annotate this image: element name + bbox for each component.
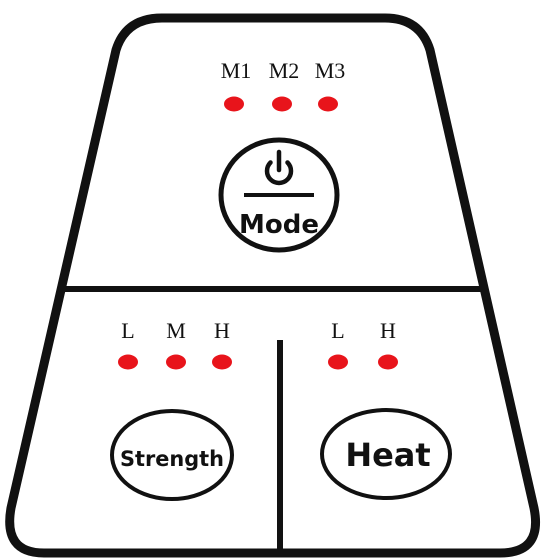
heat-button-border — [320, 408, 452, 500]
mode-button-label: Mode — [239, 210, 319, 240]
mode-led-m3 — [318, 96, 338, 112]
strength-led-m — [166, 354, 186, 370]
heat-button[interactable]: Heat — [320, 408, 452, 500]
strength-button-border — [110, 409, 234, 501]
strength-button-label: Strength — [120, 447, 224, 471]
mode-indicator-label-m3: M3 — [315, 58, 346, 83]
mode-led-m2 — [272, 96, 292, 112]
heat-indicator-label-h: H — [380, 318, 396, 343]
strength-indicator-leds — [118, 354, 232, 370]
heat-led-h — [378, 354, 398, 370]
mode-indicator-label-m2: M2 — [269, 58, 300, 83]
strength-indicator-labels: L M H — [121, 318, 230, 343]
strength-indicator-label-m: M — [166, 318, 186, 343]
mode-indicator-leds — [224, 96, 338, 112]
power-icon — [264, 149, 294, 186]
strength-indicator-label-l: L — [121, 318, 134, 343]
heat-indicator-label-l: L — [331, 318, 344, 343]
mode-led-m1 — [224, 96, 244, 112]
heat-led-l — [328, 354, 348, 370]
mode-indicator-label-m1: M1 — [221, 58, 252, 83]
heat-indicator-labels: L H — [331, 318, 396, 343]
heat-indicator-leds — [328, 354, 398, 370]
mode-indicator-labels: M1 M2 M3 — [221, 58, 346, 83]
strength-button[interactable]: Strength — [110, 409, 234, 501]
strength-led-l — [118, 354, 138, 370]
mode-button[interactable]: Mode — [218, 137, 340, 253]
strength-indicator-label-h: H — [214, 318, 230, 343]
strength-led-h — [212, 354, 232, 370]
panel-outline — [5, 13, 540, 558]
heat-button-label: Heat — [345, 436, 430, 474]
